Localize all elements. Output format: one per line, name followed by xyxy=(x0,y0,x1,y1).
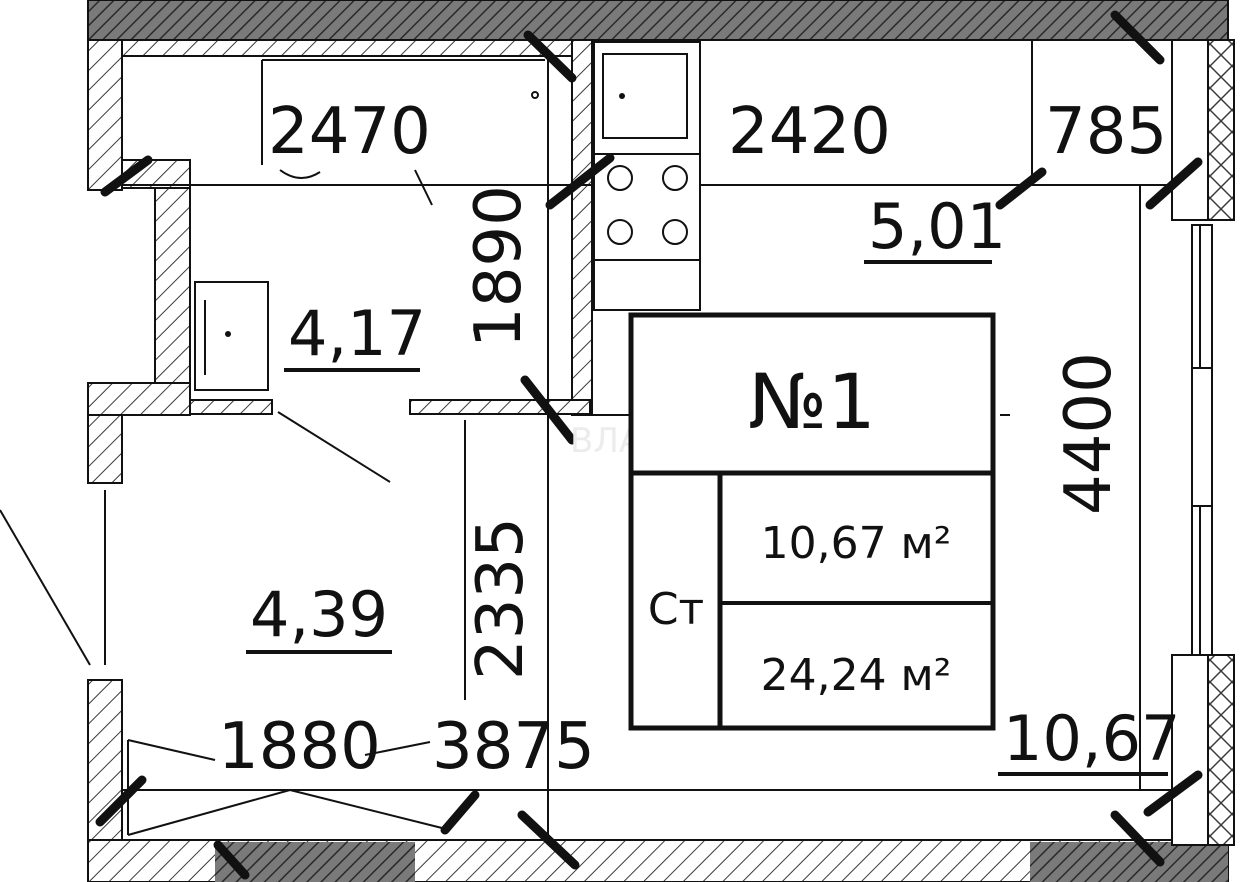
kitchen-area: 5,01 xyxy=(868,190,1006,263)
room-areas: 4,17 4,39 5,01 10,67 xyxy=(246,190,1181,776)
hallway-area: 4,39 xyxy=(250,578,388,651)
dimension-3875: 3875 xyxy=(432,710,595,784)
bath-kitchen-partition xyxy=(571,39,593,416)
living-area-value: 10,67 м² xyxy=(761,518,952,569)
bath-bottom-partition-right xyxy=(409,399,591,415)
apartment-number: №1 xyxy=(748,357,875,446)
info-box: №1 Ст 10,67 м² 24,24 м² xyxy=(628,312,996,731)
section-marks xyxy=(95,10,1203,880)
kitchen-fixtures xyxy=(593,41,701,311)
dimension-2470: 2470 xyxy=(268,95,431,169)
top-wall xyxy=(87,0,1229,41)
bathroom-left-wall xyxy=(154,187,191,384)
dimension-1880: 1880 xyxy=(218,710,381,784)
dimension-785: 785 xyxy=(1045,95,1167,169)
dimension-labels: 2470 2420 785 1890 4400 2335 1880 3875 xyxy=(218,95,1167,784)
top-wall-inner xyxy=(121,39,591,57)
shower-drain xyxy=(531,91,539,99)
right-wall-band-lower xyxy=(1171,654,1209,846)
dimension-1890: 1890 xyxy=(462,185,536,348)
bath-bottom-partition-left xyxy=(189,399,273,415)
bath-sink xyxy=(194,281,269,391)
dimension-4400: 4400 xyxy=(1052,352,1126,515)
bathroom-area: 4,17 xyxy=(288,297,426,370)
bottom-wall-dark-right xyxy=(1030,842,1228,882)
living-area: 10,67 xyxy=(1003,702,1181,775)
apartment-type: Ст xyxy=(648,584,704,635)
left-wall-upper xyxy=(87,39,123,191)
right-wall-lower xyxy=(1207,654,1235,846)
left-wall-mid xyxy=(87,382,191,416)
dimension-2335: 2335 xyxy=(464,517,538,680)
total-area-value: 24,24 м² xyxy=(761,650,952,701)
dimension-2420: 2420 xyxy=(728,95,891,169)
right-wall-band-upper xyxy=(1171,39,1209,221)
left-wall-pier xyxy=(87,414,123,484)
window xyxy=(1191,224,1213,656)
right-wall-upper xyxy=(1207,39,1235,221)
